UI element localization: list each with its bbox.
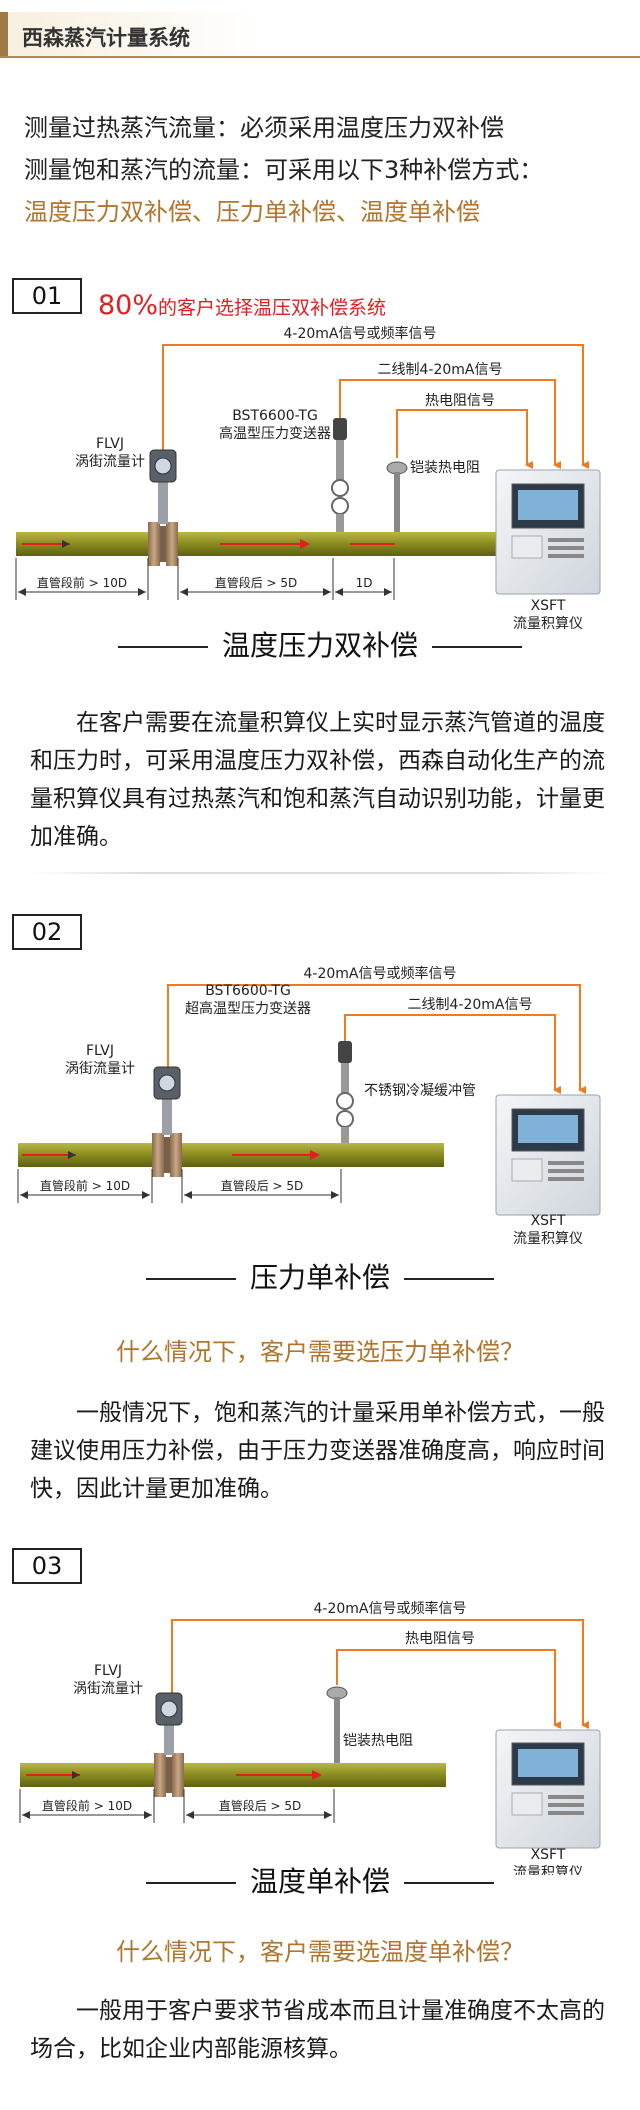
signal-lines xyxy=(171,1619,589,1729)
highlight-text: 的客户选择温压双补偿系统 xyxy=(158,297,387,319)
dim-1d: 1D xyxy=(356,576,373,590)
signal-label-low: 热电阻信号 xyxy=(405,1631,475,1647)
section-divider xyxy=(28,872,612,874)
rtd-probe-icon xyxy=(386,461,408,532)
signal-label-low: 热电阻信号 xyxy=(425,393,495,409)
flowmeter-model: FLVJ xyxy=(94,1663,122,1679)
highlight-percent: 80% xyxy=(98,290,159,321)
computer-model: XSFT xyxy=(531,1847,566,1863)
flowmeter-icon xyxy=(154,1692,184,1797)
flow-computer-icon xyxy=(495,469,601,595)
flowmeter-icon xyxy=(152,1066,182,1177)
transmitter-name: 高温型压力变送器 xyxy=(219,425,331,442)
dimension-lines xyxy=(15,558,395,600)
signal-label-mid: 二线制4-20mA信号 xyxy=(408,997,533,1013)
dim-before: 直管段前 > 10D xyxy=(42,1798,132,1813)
signal-label-mid: 二线制4-20mA信号 xyxy=(378,362,503,378)
pipe xyxy=(16,532,504,556)
flow-computer-icon xyxy=(495,1094,601,1216)
computer-name: 流量积算仪 xyxy=(513,1231,583,1245)
intro-line-1: 测量过热蒸汽流量：必须采用温度压力双补偿 xyxy=(24,114,504,142)
pipe xyxy=(18,1143,444,1167)
paragraph-dual: 在客户需要在流量积算仪上实时显示蒸汽管道的温度和压力时，可采用温度压力双补偿，西… xyxy=(30,710,605,850)
page-title: 西森蒸汽计量系统 xyxy=(22,26,190,50)
dim-before: 直管段前 > 10D xyxy=(37,575,127,590)
signal-lines xyxy=(167,984,586,1094)
dimension-lines xyxy=(17,1169,342,1203)
caption-temperature: 温度单补偿 xyxy=(0,1860,640,1900)
flowmeter-model: FLVJ xyxy=(96,436,124,452)
rtd-probe-icon xyxy=(326,1686,348,1763)
flowmeter-name: 涡街流量计 xyxy=(75,454,145,470)
flowmeter-name: 涡街流量计 xyxy=(65,1061,135,1077)
pressure-transmitter-icon xyxy=(336,1041,354,1143)
section-number-01: 01 xyxy=(12,278,82,314)
caption-dual-text: 温度压力双补偿 xyxy=(221,629,418,662)
page-header: 西森蒸汽计量系统 xyxy=(0,12,640,58)
intro-line-3: 温度压力双补偿、压力单补偿、温度单补偿 xyxy=(24,198,480,226)
diagram-pressure-compensation: 4-20mA信号或频率信号 二线制4-20mA信号 FLVJ 涡街流量计 BST… xyxy=(17,965,601,1245)
transmitter-model: BST6600-TG xyxy=(205,983,291,999)
computer-model: XSFT xyxy=(531,598,566,614)
caption-temperature-text: 温度单补偿 xyxy=(249,1865,390,1898)
caption-pressure-text: 压力单补偿 xyxy=(249,1261,390,1294)
caption-pressure: 压力单补偿 xyxy=(0,1256,640,1296)
signal-label-top: 4-20mA信号或频率信号 xyxy=(284,325,437,342)
question-temperature: 什么情况下，客户需要选温度单补偿？ xyxy=(116,1938,524,1966)
diagram-temperature-compensation: 4-20mA信号或频率信号 热电阻信号 FLVJ 涡街流量计 铠装热电阻 XSF… xyxy=(19,1600,601,1875)
rtd-name: 铠装热电阻 xyxy=(410,460,480,476)
transmitter-name: 超高温型压力变送器 xyxy=(185,1000,311,1017)
buffer-name: 不锈钢冷凝缓冲管 xyxy=(364,1083,476,1099)
section-number-02: 02 xyxy=(12,914,82,950)
highlight-statement: 80%的客户选择温压双补偿系统 xyxy=(98,290,386,321)
computer-name: 流量积算仪 xyxy=(513,1865,583,1875)
dim-after: 直管段后 > 5D xyxy=(215,575,298,590)
dim-after: 直管段后 > 5D xyxy=(221,1178,304,1193)
signal-label-top: 4-20mA信号或频率信号 xyxy=(314,1600,467,1617)
flowmeter-name: 涡街流量计 xyxy=(73,1681,143,1697)
header-bar xyxy=(0,12,260,58)
pipe xyxy=(20,1763,446,1787)
diagram-dual-compensation: 4-20mA信号或频率信号 二线制4-20mA信号 热电阻信号 FLVJ 涡街流… xyxy=(15,325,601,630)
intro-line-2: 测量饱和蒸汽的流量：可采用以下3种补偿方式： xyxy=(24,156,544,184)
rtd-name: 铠装热电阻 xyxy=(343,1733,413,1749)
dimension-lines xyxy=(19,1789,335,1823)
dim-before: 直管段前 > 10D xyxy=(40,1178,130,1193)
paragraph-temperature: 一般用于客户要求节省成本而且计量准确度不太高的场合，比如企业内部能源核算。 xyxy=(30,1998,605,2062)
flowmeter-model: FLVJ xyxy=(86,1043,114,1059)
question-pressure: 什么情况下，客户需要选压力单补偿？ xyxy=(116,1338,524,1366)
signal-label-top: 4-20mA信号或频率信号 xyxy=(304,965,457,982)
caption-dual: 温度压力双补偿 xyxy=(0,624,640,664)
flowmeter-icon xyxy=(148,449,178,566)
transmitter-model: BST6600-TG xyxy=(232,408,318,424)
pressure-transmitter-icon xyxy=(331,418,349,532)
dim-after: 直管段后 > 5D xyxy=(219,1798,302,1813)
computer-name: 流量积算仪 xyxy=(513,616,583,630)
signal-lines xyxy=(162,344,589,469)
section-number-03: 03 xyxy=(12,1548,82,1584)
flow-computer-icon xyxy=(495,1729,601,1849)
computer-model: XSFT xyxy=(531,1213,566,1229)
header-divider xyxy=(0,56,640,58)
paragraph-pressure: 一般情况下，饱和蒸汽的计量采用单补偿方式，一般建议使用压力补偿，由于压力变送器准… xyxy=(30,1400,605,1502)
